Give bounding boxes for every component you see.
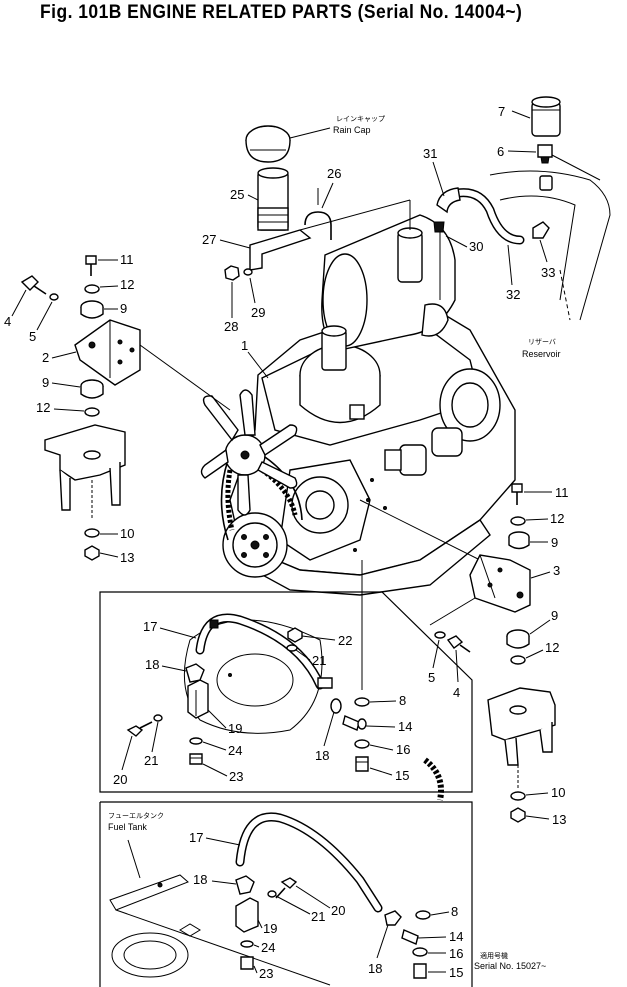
reservoir-label: Reservoir xyxy=(522,349,561,359)
callout-27: 27 xyxy=(202,232,216,247)
callout-25: 25 xyxy=(230,187,244,202)
engine-assembly xyxy=(139,214,516,690)
callout-19-lower: 19 xyxy=(263,921,277,936)
callout-28: 28 xyxy=(224,319,238,334)
callout-11-right: 11 xyxy=(555,485,569,500)
callout-12-left-top: 12 xyxy=(120,277,134,292)
reservoir-jp-label: リザーバ xyxy=(528,338,556,346)
callout-33: 33 xyxy=(541,265,555,280)
callout-6: 6 xyxy=(497,144,504,159)
callout-4-left: 4 xyxy=(4,314,11,329)
callout-24-lower: 24 xyxy=(261,940,275,955)
reservoir-assembly xyxy=(433,96,611,321)
callout-5-left: 5 xyxy=(29,329,36,344)
callout-16-upper: 16 xyxy=(396,742,410,757)
callout-4-right: 4 xyxy=(453,685,460,700)
callout-13-left: 13 xyxy=(120,550,134,565)
callout-20-lower: 20 xyxy=(331,903,345,918)
serial-label: Serial No. 15027~ xyxy=(474,961,546,971)
callout-8-upper: 8 xyxy=(399,693,406,708)
callout-23-upper: 23 xyxy=(229,769,243,784)
callout-18-lower-right: 18 xyxy=(368,961,382,976)
callout-numbers: 7 6 31 26 25 27 30 33 32 28 29 1 11 12 9… xyxy=(4,104,569,981)
callout-21-upper-right: 21 xyxy=(312,653,326,668)
callout-31: 31 xyxy=(423,146,437,161)
callout-14-lower: 14 xyxy=(449,929,463,944)
callout-21-upper-left: 21 xyxy=(144,753,158,768)
rain-cap-jp-label: レインキャップ xyxy=(336,115,385,123)
callout-9-left-bottom: 9 xyxy=(42,375,49,390)
callout-15-upper: 15 xyxy=(395,768,409,783)
callout-13-right: 13 xyxy=(552,812,566,827)
callout-21-lower: 21 xyxy=(311,909,325,924)
callout-22: 22 xyxy=(338,633,352,648)
callout-7: 7 xyxy=(498,104,505,119)
callout-11-left: 11 xyxy=(120,252,134,267)
fuel-tank-detail xyxy=(99,801,473,987)
fuel-tank-label: Fuel Tank xyxy=(108,822,147,832)
callout-18-lower-left: 18 xyxy=(193,872,207,887)
callout-12-right-top: 12 xyxy=(550,511,564,526)
callout-3: 3 xyxy=(553,563,560,578)
callout-17-lower: 17 xyxy=(189,830,203,845)
callout-32: 32 xyxy=(506,287,520,302)
callout-19-upper: 19 xyxy=(228,721,242,736)
fuel-line-detail-upper xyxy=(99,591,473,801)
callout-9-left-top: 9 xyxy=(120,301,127,316)
callout-18-upper-right: 18 xyxy=(315,748,329,763)
callout-16-lower: 16 xyxy=(449,946,463,961)
callout-30: 30 xyxy=(469,239,483,254)
callout-10-left: 10 xyxy=(120,526,134,541)
rain-cap-assembly xyxy=(224,125,411,281)
callout-12-left-bottom: 12 xyxy=(36,400,50,415)
page-title: Fig. 101B ENGINE RELATED PARTS (Serial N… xyxy=(40,2,523,23)
callout-26: 26 xyxy=(327,166,341,181)
callout-24-upper: 24 xyxy=(228,743,242,758)
callout-5-right: 5 xyxy=(428,670,435,685)
callout-2: 2 xyxy=(42,350,49,365)
serial-jp-label: 適用号機 xyxy=(480,951,508,960)
callout-23-lower: 23 xyxy=(259,966,273,981)
callout-1: 1 xyxy=(241,338,248,353)
annotation-labels: レインキャップ Rain Cap リザーバ Reservoir フューエルタンク… xyxy=(108,115,561,971)
callout-10-right: 10 xyxy=(551,785,565,800)
rain-cap-label: Rain Cap xyxy=(333,125,371,135)
callout-15-lower: 15 xyxy=(449,965,463,980)
callout-29: 29 xyxy=(251,305,265,320)
callout-12-right-bottom: 12 xyxy=(545,640,559,655)
fuel-tank-jp-label: フューエルタンク xyxy=(108,811,164,820)
callout-8-lower: 8 xyxy=(451,904,458,919)
callout-14-upper: 14 xyxy=(398,719,412,734)
callout-20-upper: 20 xyxy=(113,772,127,787)
callout-9-right-top: 9 xyxy=(551,535,558,550)
callout-9-right-bottom: 9 xyxy=(551,608,558,623)
left-mount-assembly xyxy=(20,255,141,561)
right-mount-assembly xyxy=(429,483,556,823)
callout-18-upper-left: 18 xyxy=(145,657,159,672)
callout-17-upper: 17 xyxy=(143,619,157,634)
